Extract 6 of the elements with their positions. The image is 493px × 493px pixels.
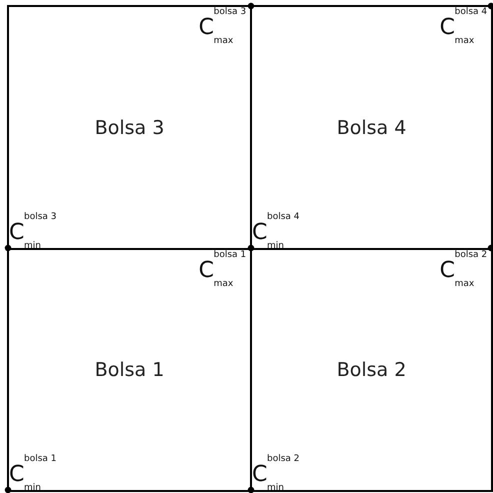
region-label: Bolsa 4: [336, 116, 408, 138]
region-label: Bolsa 2: [336, 359, 408, 381]
region-label: Bolsa 1: [94, 359, 166, 381]
region-label: Bolsa 3: [94, 116, 166, 138]
region-square: [250, 5, 493, 250]
region-square: [250, 248, 493, 492]
